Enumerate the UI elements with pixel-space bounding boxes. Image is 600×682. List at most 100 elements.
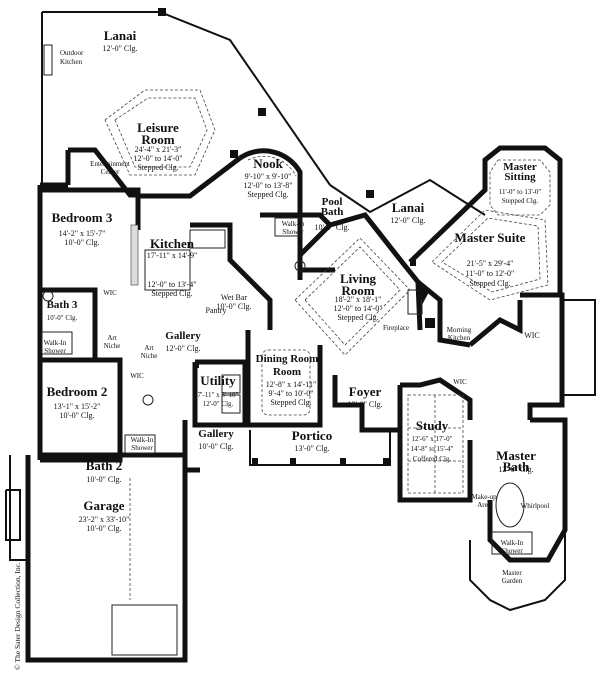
room-master-suite: Master Suite 21'-5" x 29'-4" 11'-0" to 1… [455,230,526,288]
room-name-2: Room [273,366,301,378]
room-detail: Stepped Clg. [469,279,510,288]
room-name: Study [416,418,449,433]
room-detail: 12'-0" Clg. [391,216,426,225]
room-detail: Stepped Clg. [502,197,538,205]
room-name: Bedroom 2 [47,384,108,399]
room-detail: 12'-0" to 13'-8" [244,181,293,190]
room-name: Lanai [392,200,425,215]
room-fireplace: Fireplace [383,324,409,332]
room-name: Bath 2 [86,458,122,473]
room-detail: 13'-0" Clg. [295,444,330,453]
room-wet-bar: Wet Bar 10'-0" Clg. [217,293,252,311]
exterior-walls [5,11,596,663]
room-name: Gallery [165,330,201,342]
room-nook: Nook 9'-10" x 9'-10" 12'-0" to 13'-8" St… [244,156,293,199]
room-detail: Stepped Clg. [151,289,192,298]
room-detail: 12'-6" x 17'-0" [412,435,453,443]
room-whirlpool: Whirlpool [521,502,550,510]
ceiling-details [104,89,551,656]
room-detail: 10'-0" Clg. [87,475,122,484]
room-name: Bath 3 [47,299,78,311]
room-name: Master Suite [455,230,526,245]
room-detail: 10'-0" Clg. [47,314,78,322]
room-name: WIC [524,331,540,340]
room-detail: 10'-0" Clg. [60,411,95,420]
room-name: Lanai [104,28,137,43]
room-name: Bedroom 3 [52,210,113,225]
room-lanai-top: Lanai 12'-0" Clg. [103,28,138,53]
room-detail: 11'-0" to 12'-0" [466,269,515,278]
copyright-text: © The Sater Design Collection, Inc. [13,562,22,670]
room-detail: 12'-0" Clg. [103,44,138,53]
room-name: Whirlpool [521,502,550,510]
room-name: Wet Bar [221,293,248,302]
room-detail: 10'-0" Clg. [87,524,122,533]
room-detail: Stepped Clg. [247,190,288,199]
room-detail: 12'-0" to 14'-0" [334,304,383,313]
room-dining: Dining Room Room 12'-8" x 14'-11" 9'-4" … [256,353,319,407]
room-foyer: Foyer 13'-0" Clg. [348,384,383,409]
room-detail: 10'-0" Clg. [217,302,252,311]
room-name: Utility [200,373,236,388]
room-utility: Utility 7'-11" x 8'-10" 12'-0" Clg. [198,373,239,408]
room-detail: 12'-0" to 14'-0" [134,154,183,163]
room-detail: 12'-0" Clg. [166,344,201,353]
room-name: WIC [130,372,144,380]
room-bath2: Bath 2 10'-0" Clg. [86,458,122,484]
room-detail: Stepped Clg. [137,163,178,172]
room-detail: 10'-0" Clg. [199,442,234,451]
room-detail: 7'-11" x 8'-10" [198,391,239,399]
room-detail: 21'-5" x 29'-4" [467,259,514,268]
room-bedroom3: Bedroom 3 14'-2" x 15'-7" 10'-0" Clg. [52,210,113,247]
room-detail: Coffered Clg. [413,455,452,463]
room-detail: 9'-4" to 10'-0" [269,389,314,398]
room-name: Pantry [206,306,227,315]
room-detail: 23'-2" x 33'-10" [79,515,130,524]
room-portico: Portico 13'-0" Clg. [292,428,332,453]
room-detail: 10'-0" Clg. [65,238,100,247]
room-study: Study 12'-6" x 17'-0" 14'-8" to 15'-4" C… [411,418,454,463]
room-bath3: Bath 3 10'-0" Clg. [47,299,78,322]
room-detail: 12'-0" Clg. [499,465,534,474]
room-detail: Stepped Clg. [270,398,311,407]
room-detail: 12'-0" Clg. [203,400,234,408]
room-wic-b3: WIC [103,289,117,297]
room-detail: 24'-4" x 21'-3" [135,145,182,154]
room-detail: 17'-11" x 14'-9" [147,251,197,260]
room-name: Foyer [349,384,382,399]
room-pantry: Pantry [206,306,227,315]
room-detail: 14'-2" x 15'-7" [59,229,106,238]
room-gallery-bottom: Gallery 10'-0" Clg. [198,428,234,451]
room-garage: Garage 23'-2" x 33'-10" 10'-0" Clg. [79,498,130,533]
room-bedroom2: Bedroom 2 13'-1" x 15'-2" 10'-0" Clg. [47,384,108,420]
room-wic-study: WIC [453,378,467,386]
room-kitchen: Kitchen 17'-11" x 14'-9" 12'-0" to 13'-4… [147,236,197,298]
room-name: Nook [253,156,283,171]
room-lanai-mid: Lanai 12'-0" Clg. [391,200,426,225]
room-name: Kitchen [150,236,195,251]
